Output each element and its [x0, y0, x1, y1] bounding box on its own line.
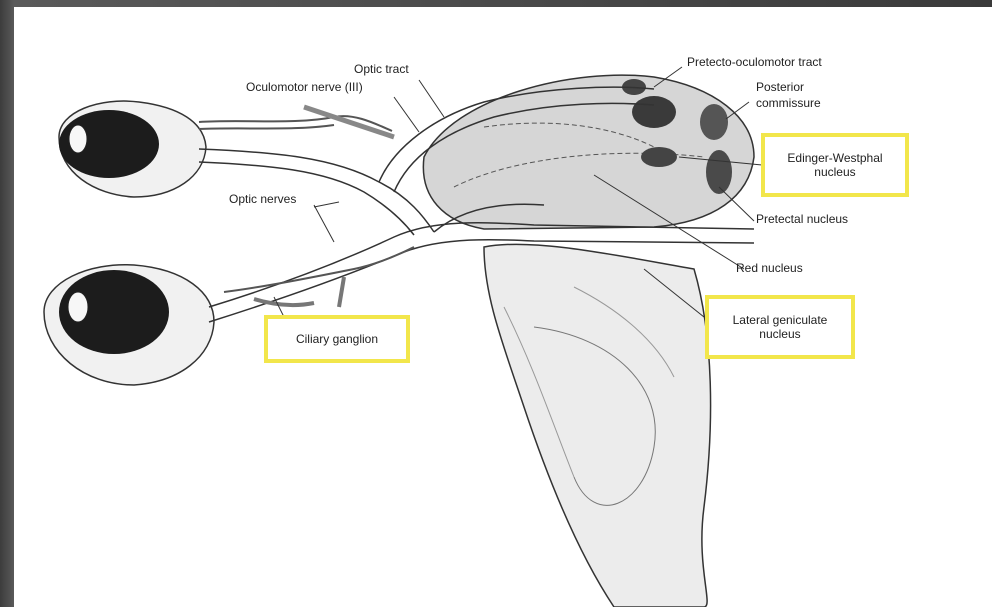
edinger-westphal-label-box: Edinger-Westphal nucleus — [761, 133, 909, 197]
label-red-nucleus: Red nucleus — [736, 261, 803, 275]
label-posterior-commissure-line2: commissure — [756, 96, 821, 110]
ciliary-ganglion-label-box: Ciliary ganglion — [264, 315, 410, 363]
label-ciliary-ganglion: Ciliary ganglion — [296, 332, 378, 346]
edinger-westphal-shape — [641, 147, 677, 167]
oculomotor-nerve — [199, 107, 394, 137]
label-oculomotor-nerve: Oculomotor nerve (III) — [246, 80, 363, 94]
label-lateral-geniculate: Lateral geniculate nucleus — [733, 313, 828, 341]
lateral-geniculate-label-box: Lateral geniculate nucleus — [705, 295, 855, 359]
pretectal-nucleus-shape — [632, 96, 676, 128]
label-optic-tract: Optic tract — [354, 62, 409, 76]
label-optic-nerves: Optic nerves — [229, 192, 296, 206]
upper-eyeball — [59, 101, 206, 197]
label-edinger-westphal: Edinger-Westphal nucleus — [787, 151, 882, 179]
label-pretectal-nucleus: Pretectal nucleus — [756, 212, 848, 226]
label-pretecto-oculomotor-tract: Pretecto-oculomotor tract — [687, 55, 822, 69]
ciliary-ganglion-nerves — [224, 247, 414, 307]
lower-eyeball — [44, 265, 214, 385]
thalamus-shape — [423, 75, 754, 229]
label-posterior-commissure-line1: Posterior — [756, 80, 804, 94]
brainstem-shape — [484, 244, 711, 607]
diagram-panel: Optic tract Oculomotor nerve (III) Prete… — [14, 7, 992, 607]
